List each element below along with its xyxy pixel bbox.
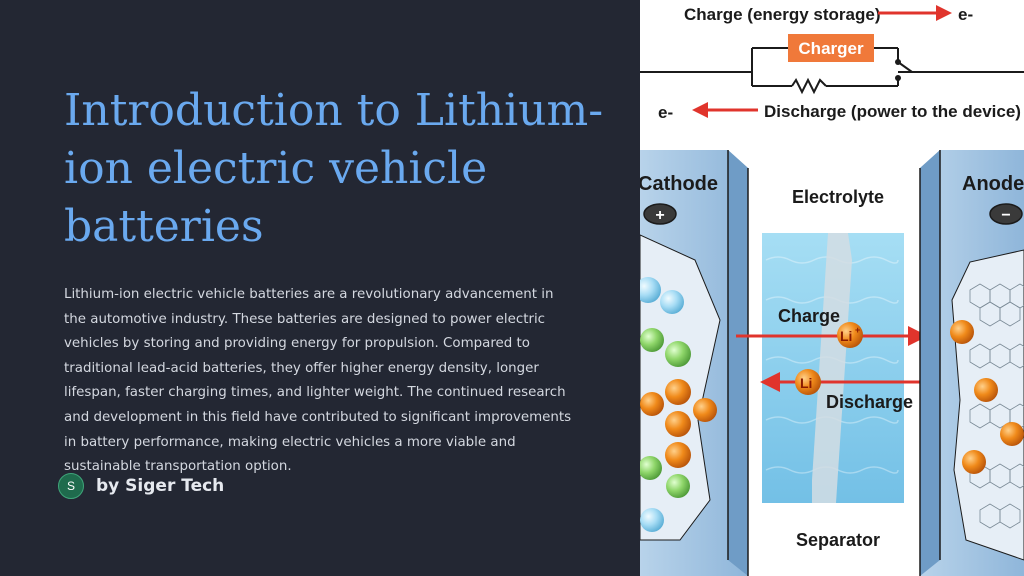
- charger-box: [788, 34, 874, 62]
- li-ion-discharge-symbol: Li: [800, 375, 812, 391]
- charge-energy-label: Charge (energy storage): [684, 5, 881, 24]
- cathode-label: Cathode: [640, 173, 718, 195]
- author-name: by Siger Tech: [96, 476, 225, 496]
- discharge-power-label: Discharge (power to the device): [764, 102, 1021, 121]
- cathode-electrode: [640, 150, 749, 576]
- charge-ion-arrow: [736, 326, 928, 346]
- text-panel: Introduction to Lithium-ion electric veh…: [58, 85, 604, 502]
- anode-label: Anode: [962, 173, 1024, 195]
- slide-title: Introduction to Lithium-ion electric veh…: [64, 85, 604, 252]
- ion-charge-label: Charge: [778, 306, 840, 326]
- slide-body: Lithium-ion electric vehicle batteries a…: [64, 287, 572, 475]
- author-line: S by Siger Tech: [58, 470, 224, 502]
- battery-diagram: Charge (energy storage) e- Charger e-: [640, 5, 1024, 576]
- anode-electrode: [919, 150, 1024, 576]
- plus-terminal-icon: +: [643, 203, 677, 225]
- charge-arrow: [878, 5, 952, 21]
- electrolyte-label: Electrolyte: [792, 187, 884, 207]
- li-ion-charge-symbol: Li: [840, 328, 852, 344]
- separator-membrane: [812, 233, 852, 503]
- discharge-arrow: [692, 102, 758, 118]
- plus-sign: +: [655, 207, 664, 224]
- li-ion-charge-superscript: +: [855, 325, 860, 335]
- electron-left-label: e-: [658, 103, 673, 122]
- li-ion-discharge: [795, 369, 821, 395]
- electron-right-label: e-: [958, 5, 973, 24]
- li-ion-charge: [837, 322, 863, 348]
- ion-discharge-label: Discharge: [826, 392, 913, 412]
- author-avatar[interactable]: S: [58, 473, 84, 499]
- charger-label: Charger: [798, 39, 864, 58]
- minus-sign: −: [1001, 207, 1010, 224]
- minus-terminal-icon: −: [989, 203, 1023, 225]
- battery-diagram-image: Charge (energy storage) e- Charger e-: [640, 0, 1024, 576]
- circuit-wires: [640, 47, 1024, 95]
- separator-label: Separator: [796, 530, 880, 550]
